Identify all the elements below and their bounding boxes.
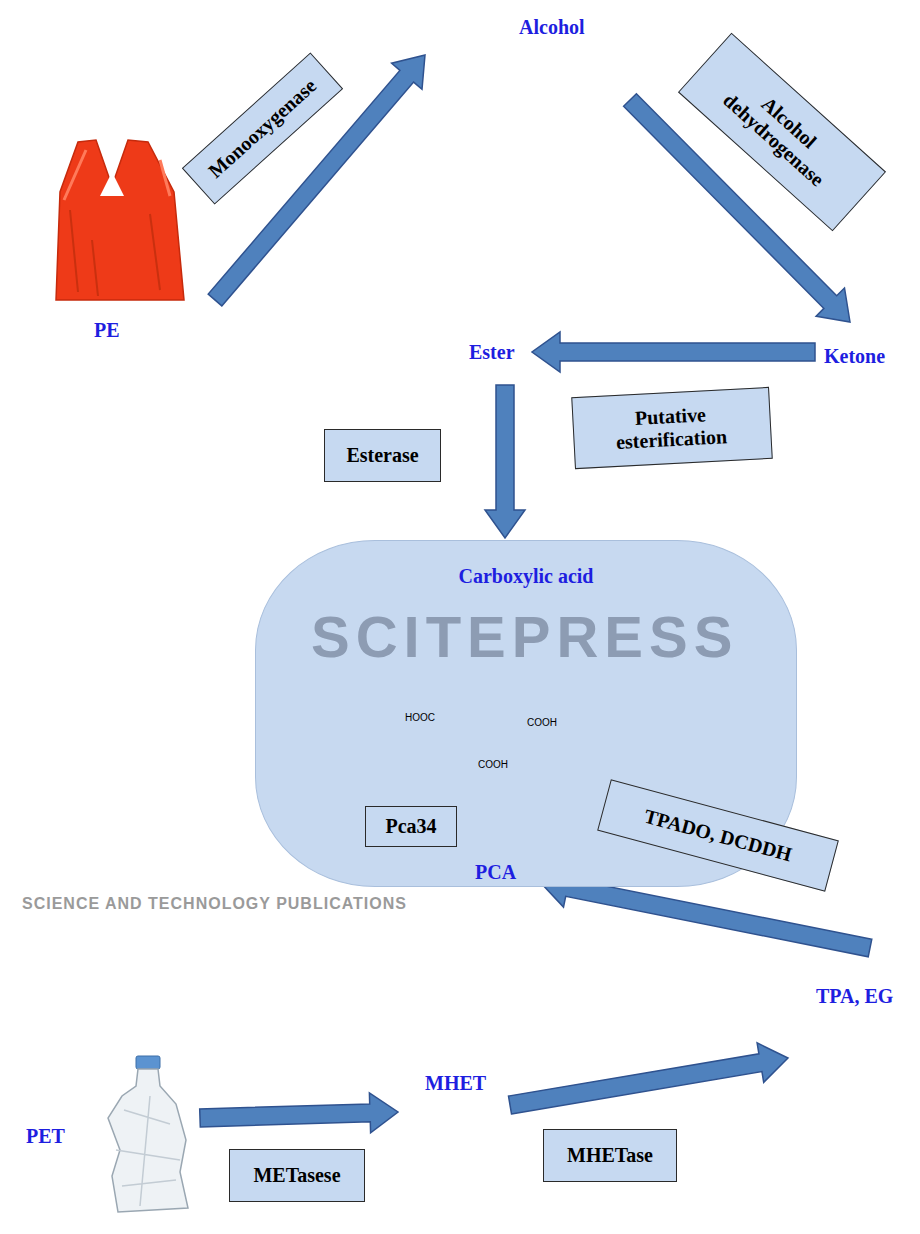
enzyme-name: METasese bbox=[252, 1164, 342, 1187]
enzyme-box: Putative esterification bbox=[571, 387, 772, 469]
region-title: Carboxylic acid bbox=[256, 565, 796, 588]
bottle-crease bbox=[116, 1096, 180, 1206]
flow-arrow bbox=[532, 332, 815, 372]
compound-label: Alcohol bbox=[519, 16, 585, 39]
compound-label: MHET bbox=[425, 1072, 486, 1095]
chemical-group: COOH bbox=[478, 759, 508, 770]
compound-label: TPA, EG bbox=[816, 985, 893, 1008]
compound-label: Ester bbox=[469, 341, 515, 364]
enzyme-name: Esterase bbox=[345, 444, 420, 467]
enzyme-name: Monooxygenase bbox=[203, 73, 322, 183]
bottle-body bbox=[108, 1069, 188, 1212]
polymer-label: PE bbox=[94, 319, 120, 342]
enzyme-box: Alcohol dehydrogenase bbox=[678, 33, 886, 232]
plastic-bottle-picture bbox=[108, 1056, 188, 1212]
enzyme-name: Putative esterification bbox=[595, 401, 747, 455]
chemical-group: COOH bbox=[527, 717, 557, 728]
watermark: SCIENCE AND TECHNOLOGY PUBLICATIONS bbox=[22, 895, 407, 913]
arrow-layer bbox=[200, 55, 872, 1133]
flow-arrow bbox=[485, 385, 525, 538]
bottle-cap bbox=[136, 1056, 160, 1069]
compound-label: Ketone bbox=[824, 345, 885, 368]
enzyme-box: METasese bbox=[229, 1149, 365, 1202]
chemical-group: HOOC bbox=[405, 712, 435, 723]
bag-body bbox=[56, 140, 184, 300]
bag-shine bbox=[64, 150, 170, 200]
enzyme-box: MHETase bbox=[543, 1129, 677, 1182]
enzyme-name: MHETase bbox=[566, 1144, 654, 1167]
plastic-bag-picture bbox=[56, 140, 184, 300]
enzyme-box: Esterase bbox=[324, 429, 441, 482]
enzyme-name: Alcohol dehydrogenase bbox=[706, 61, 856, 202]
compound-label: PCA bbox=[475, 861, 516, 884]
flow-arrow bbox=[509, 1043, 789, 1114]
bag-handle-hole bbox=[100, 172, 124, 196]
enzyme-box: Pca34 bbox=[365, 806, 457, 847]
flow-arrow bbox=[200, 1093, 398, 1133]
polymer-label: PET bbox=[26, 1125, 65, 1148]
bag-fold bbox=[70, 210, 160, 296]
watermark: SCITEPRESS bbox=[311, 603, 738, 670]
enzyme-name: Pca34 bbox=[384, 815, 438, 838]
